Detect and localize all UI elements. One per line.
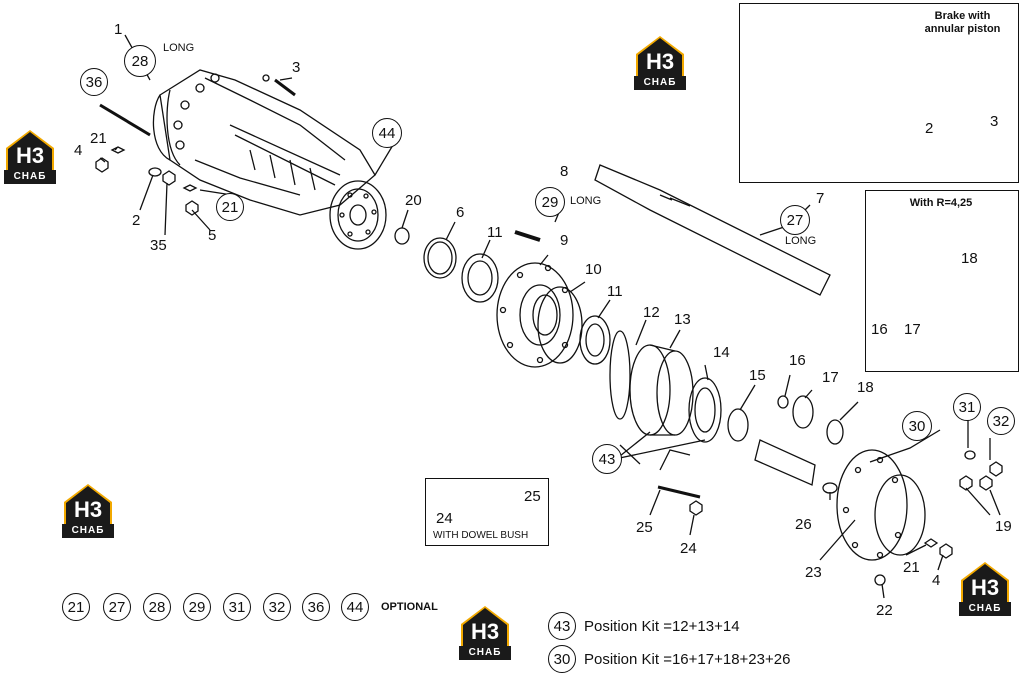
callout-circle-30: 30 — [902, 411, 932, 441]
callout-circle-21: 21 — [216, 193, 244, 221]
optional-28: 28 — [143, 593, 171, 621]
callout-11: 11 — [607, 283, 623, 300]
optional-32: 32 — [263, 593, 291, 621]
logo-sub: СНАБ — [4, 170, 56, 184]
callout-3: 3 — [990, 113, 999, 130]
callout-16: 16 — [789, 352, 806, 369]
optional-label: OPTIONAL — [381, 601, 438, 613]
kit-43-num: 43 — [548, 612, 576, 640]
callout-3: 3 — [292, 59, 301, 76]
callout-17: 17 — [904, 321, 921, 338]
long-label-29: LONG — [570, 195, 602, 207]
callout-6: 6 — [456, 204, 465, 221]
callout-2: 2 — [925, 120, 934, 137]
kit-30-num: 30 — [548, 645, 576, 673]
logo-mark: H3 — [73, 497, 103, 522]
logo-h3-snab: H3 СНАБ — [955, 562, 1015, 618]
optional-31: 31 — [223, 593, 251, 621]
callout-circle-44: 44 — [372, 118, 402, 148]
callout-25: 25 — [636, 519, 653, 536]
logo-mark: H3 — [645, 49, 675, 74]
callout-2: 2 — [132, 212, 141, 229]
callout-4: 4 — [74, 142, 83, 159]
optional-29: 29 — [183, 593, 211, 621]
callout-18: 18 — [857, 379, 874, 396]
logo-sub: СНАБ — [62, 524, 114, 538]
logo-h3-snab: H3 СНАБ — [455, 606, 515, 662]
callout-circle-27: 27 — [780, 205, 810, 235]
callout-22: 22 — [876, 602, 893, 619]
logo-h3-snab: H3 СНАБ — [630, 36, 690, 92]
callout-21: 21 — [90, 130, 107, 147]
callout-25: 25 — [524, 488, 541, 505]
callout-12: 12 — [643, 304, 660, 321]
optional-44: 44 — [341, 593, 369, 621]
logo-mark: H3 — [470, 619, 500, 644]
optional-36: 36 — [302, 593, 330, 621]
callout-7: 7 — [816, 190, 825, 207]
long-label-27: LONG — [785, 235, 817, 247]
callout-13: 13 — [674, 311, 691, 328]
logo-sub: СНАБ — [459, 646, 511, 660]
inset-brake-title: Brake with annular piston — [924, 10, 1001, 35]
callout-circle-43: 43 — [592, 444, 622, 474]
callout-21: 21 — [903, 559, 920, 576]
kit-43-text: Position Kit =12+13+14 — [584, 618, 740, 635]
logo-mark: H3 — [970, 575, 1000, 600]
callout-26: 26 — [795, 516, 812, 533]
callout-20: 20 — [405, 192, 422, 209]
logo-sub: СНАБ — [634, 76, 686, 90]
logo-mark: H3 — [15, 143, 45, 168]
callout-14: 14 — [713, 344, 730, 361]
callout-1: 1 — [114, 21, 123, 38]
callout-23: 23 — [805, 564, 822, 581]
long-label-28: LONG — [163, 42, 195, 54]
inset-ratio-title: With R=4,25 — [909, 197, 973, 209]
callout-35: 35 — [150, 237, 167, 254]
axle-housing — [152, 69, 387, 250]
inset-dowel: 25 24 WITH DOWEL BUSH — [425, 478, 549, 546]
optional-27: 27 — [103, 593, 131, 621]
inset-dowel-caption: WITH DOWEL BUSH — [433, 530, 529, 541]
callout-circle-32: 32 — [987, 407, 1015, 435]
callout-11: 11 — [487, 224, 503, 241]
inset-ratio: With R=4,25 18 16 17 — [865, 190, 1019, 372]
inset-brake: Brake with annular piston 2 3 — [739, 3, 1019, 183]
callout-5: 5 — [208, 227, 217, 244]
optional-21: 21 — [62, 593, 90, 621]
logo-h3-snab: H3 СНАБ — [58, 484, 118, 540]
callout-15: 15 — [749, 367, 766, 384]
callout-19: 19 — [995, 518, 1012, 535]
callout-circle-31: 31 — [953, 393, 981, 421]
callout-4: 4 — [932, 572, 941, 589]
callout-16: 16 — [871, 321, 888, 338]
logo-h3-snab: H3 СНАБ — [0, 130, 60, 186]
callout-24: 24 — [680, 540, 697, 557]
callout-18: 18 — [961, 250, 978, 267]
callout-8: 8 — [560, 163, 569, 180]
callout-17: 17 — [822, 369, 839, 386]
callout-10: 10 — [585, 261, 602, 278]
logo-sub: СНАБ — [959, 602, 1011, 616]
callout-24: 24 — [436, 510, 453, 527]
callout-circle-36: 36 — [80, 68, 108, 96]
callout-9: 9 — [560, 232, 569, 249]
callout-circle-28: 28 — [124, 45, 156, 77]
kit-30-text: Position Kit =16+17+18+23+26 — [584, 651, 791, 668]
callout-circle-29: 29 — [535, 187, 565, 217]
